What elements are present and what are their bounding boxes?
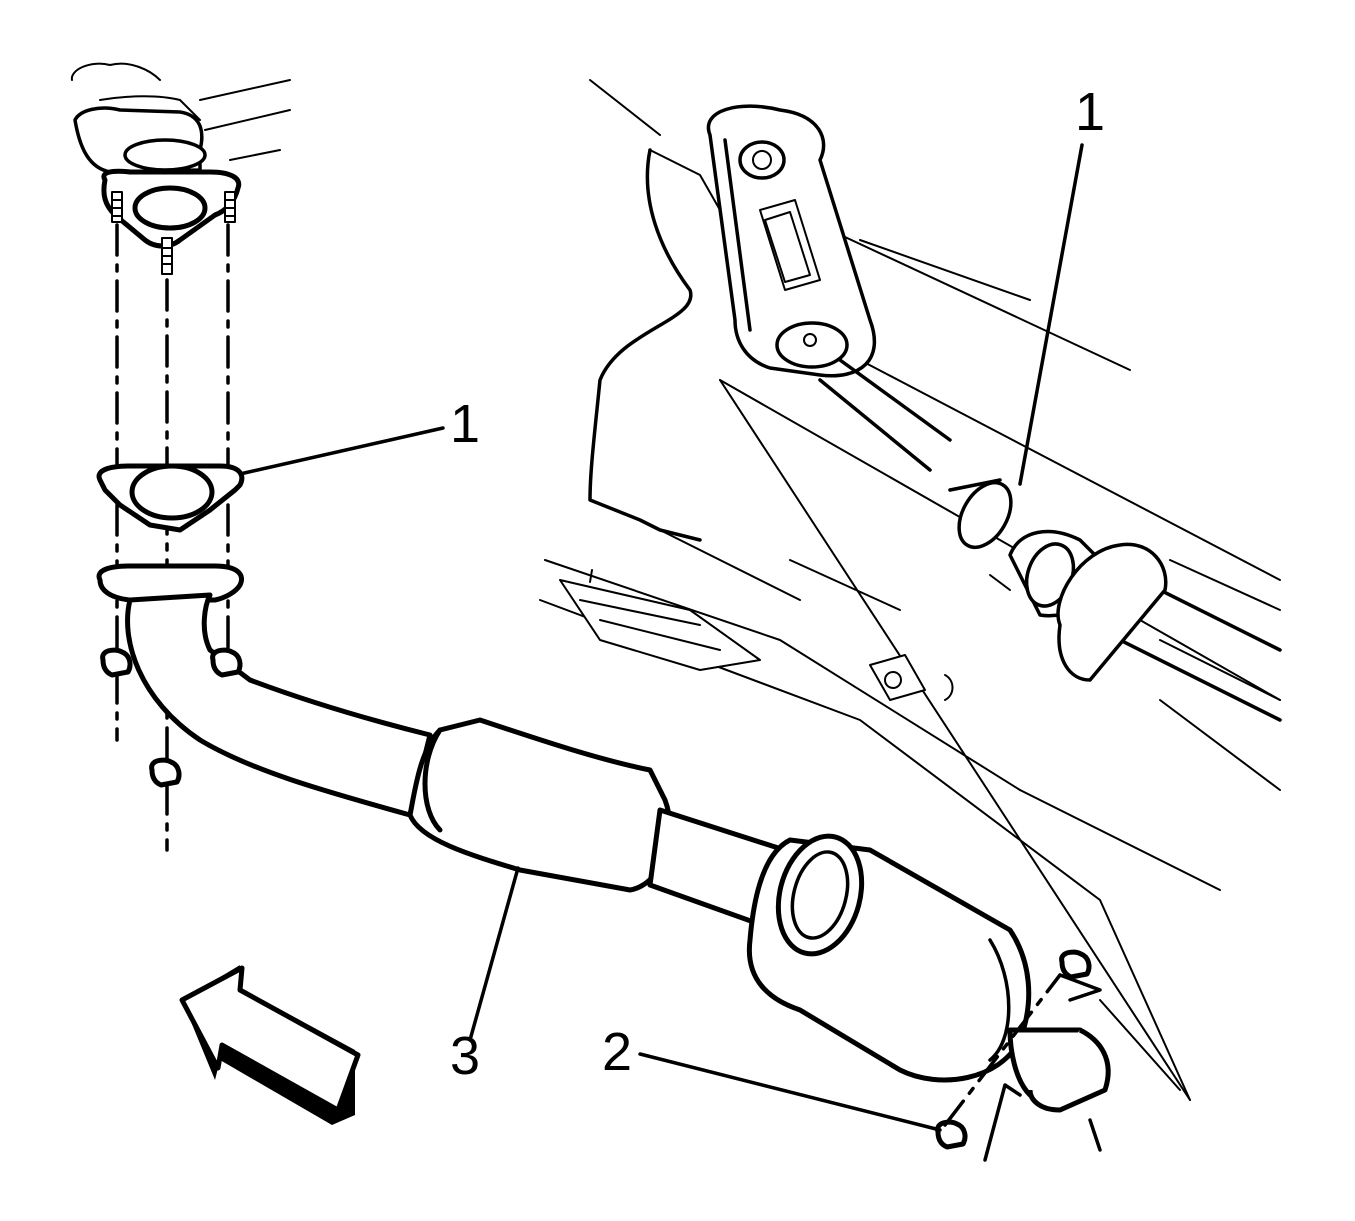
alignment-lines [115, 223, 230, 852]
downstream-pipe [818, 358, 1282, 722]
callout-1-gasket-right: 1 [1075, 82, 1105, 142]
callout-2-nuts: 2 [602, 1022, 632, 1082]
crossmember-bracket [706, 104, 877, 378]
pipe-flange [96, 563, 244, 603]
manifold-studs [111, 191, 236, 275]
gasket-left [96, 463, 245, 533]
callout-3-pipe: 3 [450, 1026, 480, 1086]
exhaust-manifold [70, 62, 291, 249]
arrow-up-left-icon [179, 965, 361, 1125]
converter-bracket [943, 973, 1102, 1162]
underbody-outline [539, 79, 1281, 1101]
lower-bracket [559, 569, 954, 701]
exhaust-pipe [125, 592, 1111, 1113]
flange-nuts [100, 647, 1092, 1150]
callout-1-gasket-left: 1 [450, 394, 480, 454]
leader-lines [238, 143, 1084, 1132]
